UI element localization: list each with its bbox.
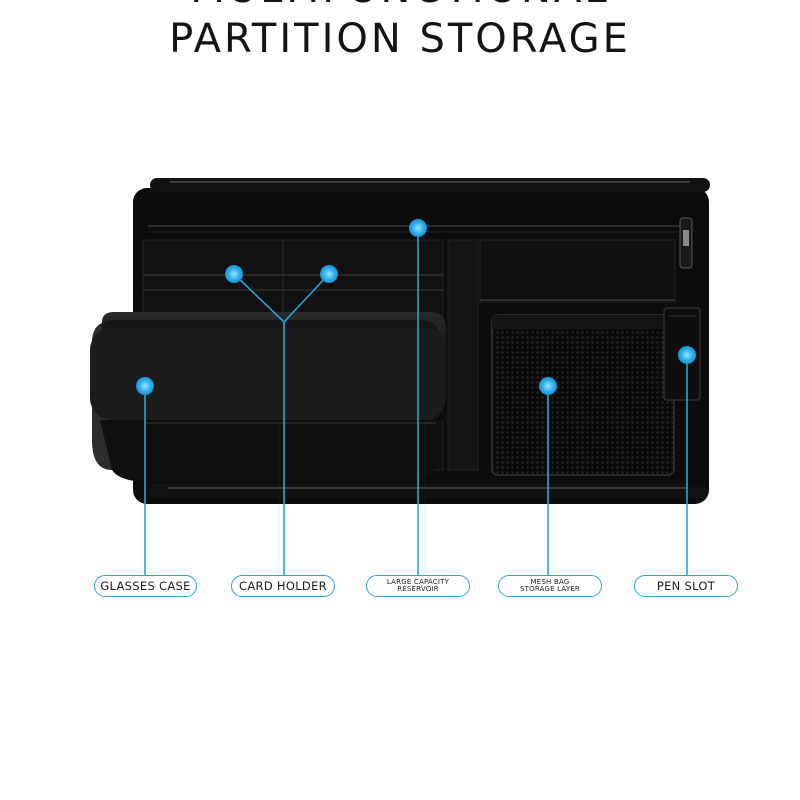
card-holder-marker-left xyxy=(225,265,243,283)
mesh-bag-storage-layer-label: MESH BAG STORAGE LAYER xyxy=(498,575,602,597)
card-holder-text: CARD HOLDER xyxy=(239,579,327,593)
page-title-line-2: PARTITION STORAGE xyxy=(169,16,631,62)
top-strap xyxy=(150,178,710,192)
reservoir-marker xyxy=(409,219,427,237)
card-holder-label: CARD HOLDER xyxy=(231,575,335,597)
pen-slot-label: PEN SLOT xyxy=(634,575,738,597)
page-title-line-1: MULTIFUNCTIONAL xyxy=(0,0,800,12)
glasses-case-label: GLASSES CASE xyxy=(94,575,197,597)
mesh-bag-marker xyxy=(539,377,557,395)
card-holder-marker-right xyxy=(320,265,338,283)
large-capacity-text: LARGE CAPACITY xyxy=(386,578,450,586)
large-capacity-reservoir-label: LARGE CAPACITY RESERVOIR xyxy=(366,575,470,597)
pen-slot-text: PEN SLOT xyxy=(656,579,716,593)
bottom-strap xyxy=(148,484,708,498)
glasses-case-top xyxy=(90,328,446,420)
glasses-case-marker xyxy=(136,377,154,395)
mesh-pocket xyxy=(491,314,675,476)
glasses-case-text: GLASSES CASE xyxy=(100,579,191,593)
storage-layer-text: STORAGE LAYER xyxy=(519,585,580,593)
glasses-case-bottom xyxy=(100,420,438,482)
pen-slot-marker xyxy=(678,346,696,364)
mesh-bag-text: MESH BAG xyxy=(530,578,570,586)
reservoir-text: RESERVOIR xyxy=(397,585,439,593)
